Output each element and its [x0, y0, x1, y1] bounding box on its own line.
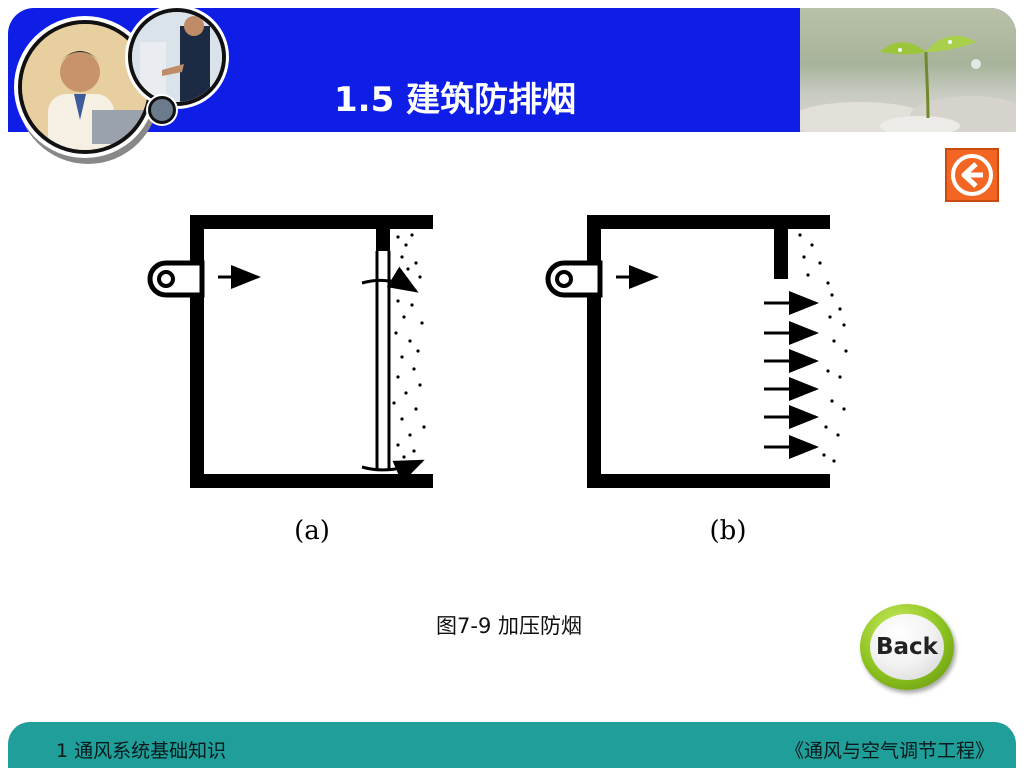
figure-caption: 图7-9 加压防烟 — [436, 614, 582, 638]
page-title: 1.5 建筑防排烟 — [334, 80, 577, 120]
back-button-label: Back — [876, 634, 938, 660]
fan-icon-b — [545, 260, 603, 298]
back-button[interactable]: Back — [860, 604, 954, 690]
small-photo-dot — [148, 96, 176, 124]
panel-b-label: (b) — [710, 516, 747, 546]
fan-icon-a — [147, 260, 205, 298]
panel-a-diagram — [147, 215, 433, 488]
handshake-photo — [128, 8, 226, 106]
panel-b-diagram — [545, 215, 848, 488]
footer-chapter: 1 通风系统基础知识 — [56, 740, 227, 762]
back-button-face: Back — [870, 614, 944, 680]
pressurization-diagram: (a) (b) — [140, 205, 860, 559]
seedling-photo — [790, 8, 1016, 132]
footer-book-title: 《通风与空气调节工程》 — [784, 740, 994, 762]
back-arrow-icon — [951, 154, 993, 196]
return-button[interactable] — [945, 148, 999, 202]
panel-a-label: (a) — [294, 516, 330, 546]
seedling-image — [790, 36, 1016, 132]
footer-bar — [8, 722, 1016, 768]
header-banner — [8, 8, 1016, 132]
